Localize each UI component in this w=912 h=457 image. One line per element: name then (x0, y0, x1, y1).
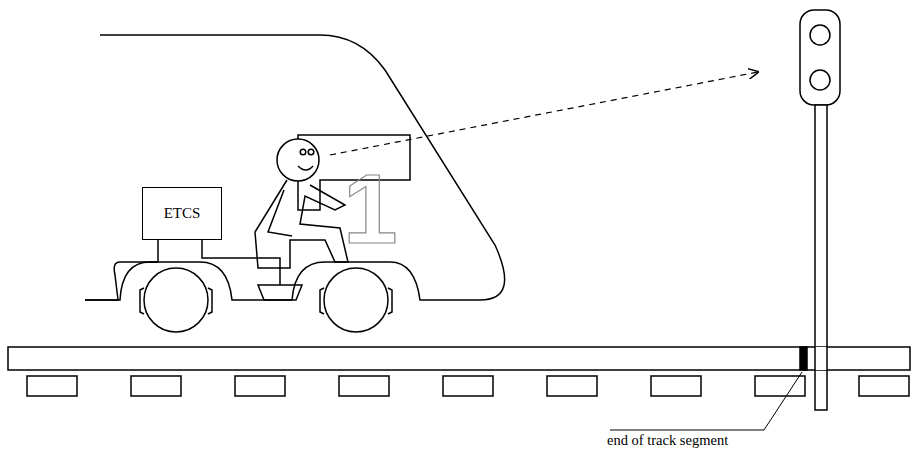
sleeper (547, 376, 597, 396)
rail (8, 347, 910, 370)
sleeper (235, 376, 285, 396)
sleeper (651, 376, 701, 396)
sleepers (27, 376, 909, 396)
signal-pole (815, 105, 827, 410)
wheel (144, 268, 208, 332)
wire (85, 240, 158, 300)
system-box: ETCS (142, 187, 222, 240)
driver-body (255, 180, 348, 268)
sleeper (443, 376, 493, 396)
sleeper (339, 376, 389, 396)
segment-end-mark (800, 347, 807, 370)
driver-head (277, 139, 319, 181)
annotation-label: end of track segment (607, 432, 728, 449)
sight-line (330, 72, 758, 155)
box-label: ETCS (164, 205, 201, 222)
wire (202, 240, 280, 285)
signal-head (800, 10, 840, 105)
sleeper (859, 376, 909, 396)
leader-line (610, 372, 802, 430)
sleeper (131, 376, 181, 396)
wheel (324, 268, 388, 332)
balise-antenna (258, 285, 302, 300)
callout-number: 1 (343, 160, 398, 258)
wire (150, 261, 158, 263)
train-body (85, 35, 505, 300)
sleeper (27, 376, 77, 396)
